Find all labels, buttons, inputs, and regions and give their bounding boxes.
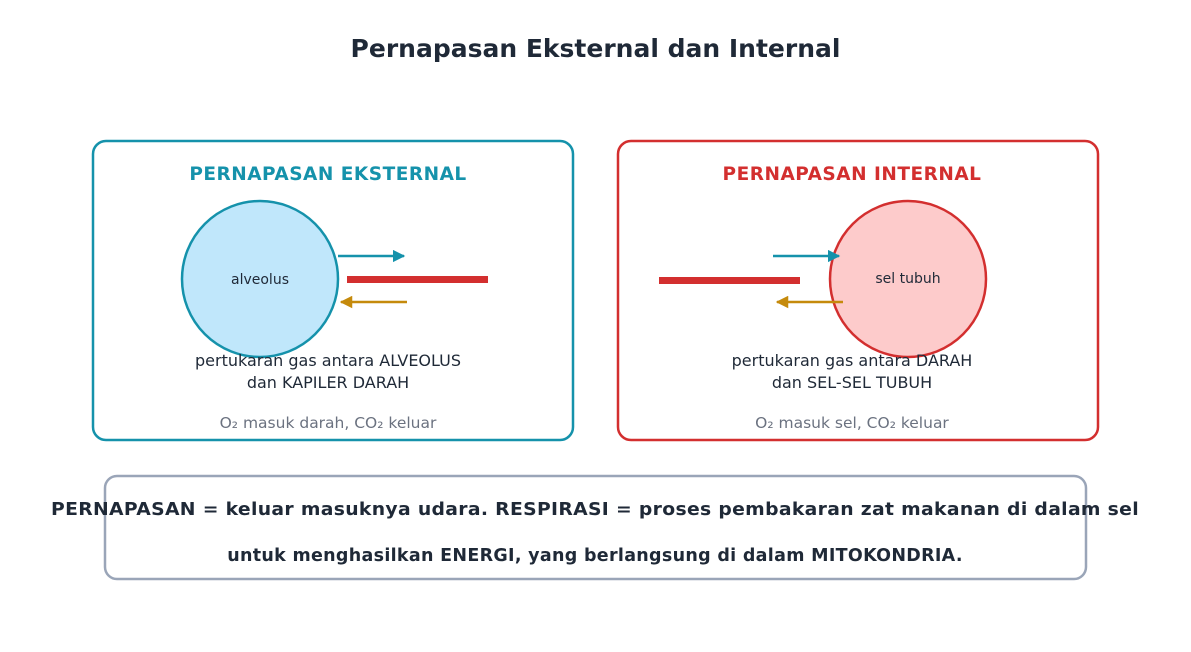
external-note: O₂ masuk darah, CO₂ keluar (220, 414, 437, 432)
external-desc-line2: dan KAPILER DARAH (247, 373, 409, 392)
internal-heading: PERNAPASAN INTERNAL (723, 164, 982, 185)
summary-border (103, 474, 1088, 581)
summary-line1: PERNAPASAN = keluar masuknya udara. RESP… (51, 500, 1139, 520)
alveolus-circle (180, 199, 340, 359)
summary-line2: untuk menghasilkan ENERGI, yang berlangs… (227, 546, 963, 566)
body-cell-circle (828, 199, 988, 359)
page-title: Pernapasan Eksternal dan Internal (350, 34, 841, 63)
external-heading: PERNAPASAN EKSTERNAL (189, 164, 466, 185)
blood-capillary-bar-external (347, 276, 488, 283)
internal-desc-line1: pertukaran gas antara DARAH (732, 351, 973, 370)
summary-box: PERNAPASAN = keluar masuknya udara. RESP… (51, 474, 1139, 581)
internal-desc-line2: dan SEL-SEL TUBUH (772, 373, 932, 392)
blood-bar-internal (659, 277, 800, 284)
body-cell-label: sel tubuh (875, 271, 940, 287)
external-panel: PERNAPASAN EKSTERNAL alveolus pertukaran… (91, 139, 575, 442)
external-desc-line1: pertukaran gas antara ALVEOLUS (195, 351, 461, 370)
internal-panel: PERNAPASAN INTERNAL sel tubuh pertukaran… (616, 139, 1100, 442)
alveolus-label: alveolus (231, 272, 289, 288)
internal-note: O₂ masuk sel, CO₂ keluar (755, 414, 949, 432)
